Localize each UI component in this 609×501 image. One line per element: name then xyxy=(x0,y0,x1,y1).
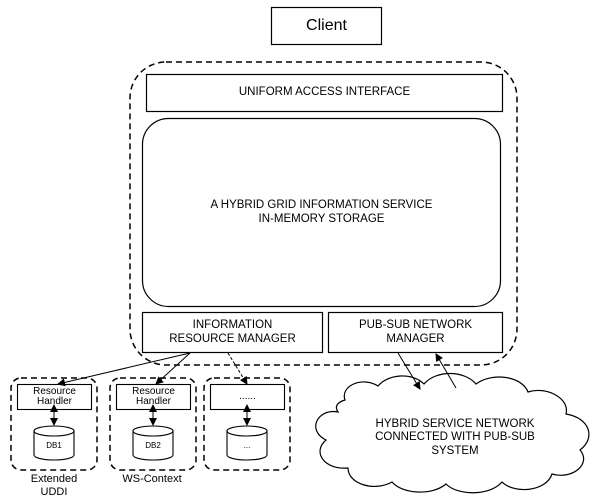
pubsub-network-manager-label: PUB-SUB NETWORK MANAGER xyxy=(328,312,503,353)
db-label-3: ... xyxy=(243,441,251,451)
resource-handler-label-3: ...... xyxy=(239,390,256,402)
pubsub-to-cloud-arrow xyxy=(397,352,421,390)
irm-to-handler-arrow-3 xyxy=(227,352,248,385)
pubsub-network-cloud xyxy=(315,373,590,494)
client-label: Client xyxy=(306,16,347,34)
hybrid-service-subtitle: IN-MEMORY STORAGE xyxy=(258,212,385,225)
handler-1-line-1: Resource xyxy=(33,385,76,397)
handler-2-line-2: Handler xyxy=(135,396,172,407)
cloud-label: HYBRID SERVICE NETWORK CONNECTED WITH PU… xyxy=(330,400,580,476)
cloud-line-2: CONNECTED WITH PUB-SUB xyxy=(375,431,535,444)
irm-to-handler-arrow-2 xyxy=(155,352,191,385)
information-resource-manager-label: INFORMATION RESOURCE MANAGER xyxy=(142,312,323,353)
caption-1-line-1: Extended xyxy=(30,473,78,486)
caption-1-line-2: UDDI xyxy=(40,486,68,498)
backend-group-2 xyxy=(109,377,197,471)
resource-handler-label-1: Resource Handler xyxy=(17,384,92,410)
pubsub-network-manager-box xyxy=(327,311,504,354)
in-memory-storage-box xyxy=(141,117,502,308)
backend-caption-1: Extended UDDI xyxy=(2,472,106,500)
cloud-line-1: HYBRID SERVICE NETWORK xyxy=(375,418,535,431)
backend-caption-2: WS-Context xyxy=(122,472,182,485)
handler-2-line-1: Resource xyxy=(132,385,175,397)
uniform-access-interface-box xyxy=(145,73,504,113)
hybrid-service-title: A HYBRID GRID INFORMATION SERVICE xyxy=(210,199,433,212)
information-resource-manager-box xyxy=(141,311,324,354)
client-box xyxy=(270,6,383,46)
hybrid-service-label: A HYBRID GRID INFORMATION SERVICE IN-MEM… xyxy=(142,118,501,307)
irm-line-1: INFORMATION xyxy=(192,319,273,332)
hybrid-service-container xyxy=(129,61,518,366)
resource-handler-label-2: Resource Handler xyxy=(116,384,191,410)
psm-line-2: MANAGER xyxy=(386,332,445,345)
uniform-access-interface-label: UNIFORM ACCESS INTERFACE xyxy=(238,86,411,99)
cloud-to-pubsub-arrow xyxy=(435,353,457,389)
cloud-line-3: SYSTEM xyxy=(431,444,479,457)
irm-line-2: RESOURCE MANAGER xyxy=(169,332,296,345)
psm-line-1: PUB-SUB NETWORK xyxy=(358,319,473,332)
irm-to-handler-arrow-1 xyxy=(57,352,191,387)
db-label-1: DB1 xyxy=(46,441,62,451)
handler-1-line-2: Handler xyxy=(36,396,73,407)
database-cylinder-1 xyxy=(33,425,75,461)
database-cylinder-2 xyxy=(132,425,174,461)
database-cylinder-3 xyxy=(226,425,268,461)
backend-group-1 xyxy=(10,377,98,471)
db-label-2: DB2 xyxy=(145,441,161,451)
